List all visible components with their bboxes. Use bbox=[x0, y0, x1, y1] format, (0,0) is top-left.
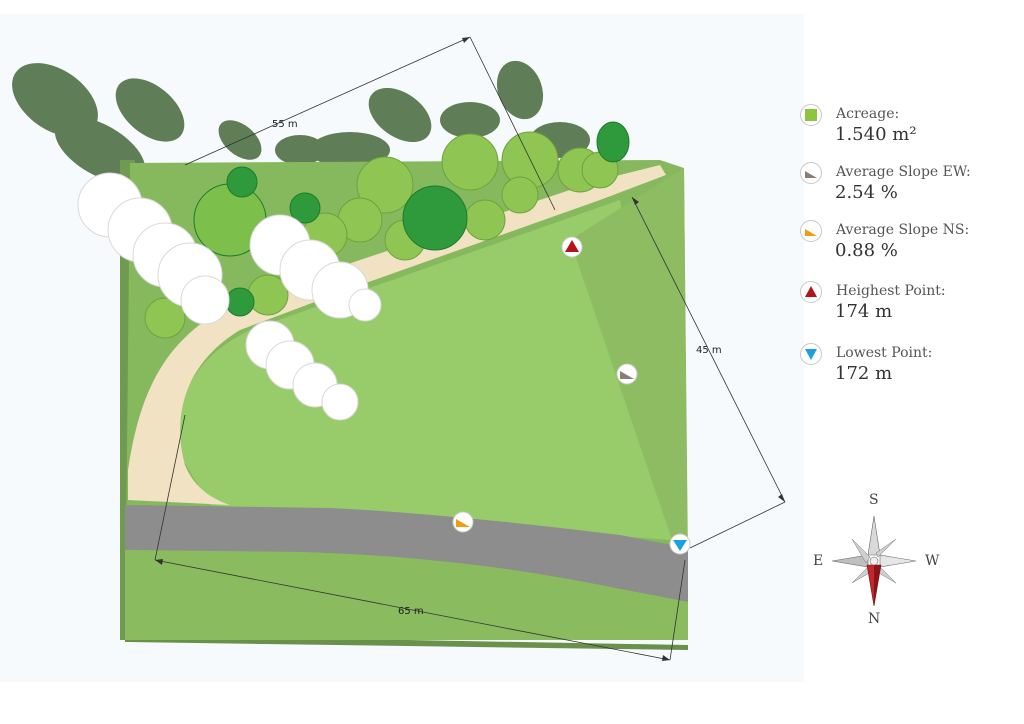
slope-ew-icon bbox=[800, 162, 822, 184]
dimension-label-right: 45 m bbox=[696, 345, 722, 356]
compass-west-label: W bbox=[925, 553, 940, 569]
highest-point-icon bbox=[800, 281, 822, 303]
legend-label-acreage: Acreage: bbox=[836, 106, 900, 122]
dimension-label-top: 55 m bbox=[272, 119, 298, 130]
legend-value-slope-ns: 0.88 % bbox=[835, 240, 898, 261]
compass-south-label: S bbox=[869, 492, 879, 508]
slope-ns-icon bbox=[800, 220, 822, 242]
dimension-lines bbox=[154, 36, 786, 661]
legend-value-acreage: 1.540 m² bbox=[835, 124, 917, 145]
compass-east-label: E bbox=[813, 553, 824, 569]
legend-label-slope-ns: Average Slope NS: bbox=[836, 222, 970, 238]
slope-ns-marker[interactable] bbox=[452, 511, 474, 533]
dimension-line-top bbox=[184, 36, 471, 166]
lowest-point-marker[interactable] bbox=[669, 533, 691, 555]
legend-value-highest-point: 174 m bbox=[835, 301, 893, 322]
tree-shadows bbox=[12, 60, 590, 184]
slope-ew-marker[interactable] bbox=[616, 363, 638, 385]
compass-north-label: N bbox=[868, 611, 881, 627]
dimension-label-bottom: 65 m bbox=[398, 606, 424, 617]
lawn bbox=[179, 200, 672, 540]
dimension-arrows bbox=[155, 37, 785, 661]
terrain-lower-strip bbox=[125, 550, 688, 640]
dimension-line-bottom bbox=[154, 559, 671, 661]
tree-canopy bbox=[144, 121, 630, 339]
legend-value-lowest-point: 172 m bbox=[835, 363, 893, 384]
legend-label-highest-point: Heighest Point: bbox=[836, 283, 946, 299]
square-icon bbox=[800, 104, 822, 126]
legend-label-lowest-point: Lowest Point: bbox=[836, 345, 933, 361]
dimension-line-right bbox=[631, 196, 786, 503]
road bbox=[125, 505, 688, 602]
legend-label-slope-ew: Average Slope EW: bbox=[836, 164, 971, 180]
white-trees bbox=[77, 172, 382, 421]
compass-rose bbox=[831, 515, 917, 607]
legend-value-slope-ew: 2.54 % bbox=[835, 182, 898, 203]
lowest-point-icon bbox=[800, 343, 822, 365]
walking-path bbox=[128, 165, 666, 505]
highest-point-marker[interactable] bbox=[561, 236, 583, 258]
